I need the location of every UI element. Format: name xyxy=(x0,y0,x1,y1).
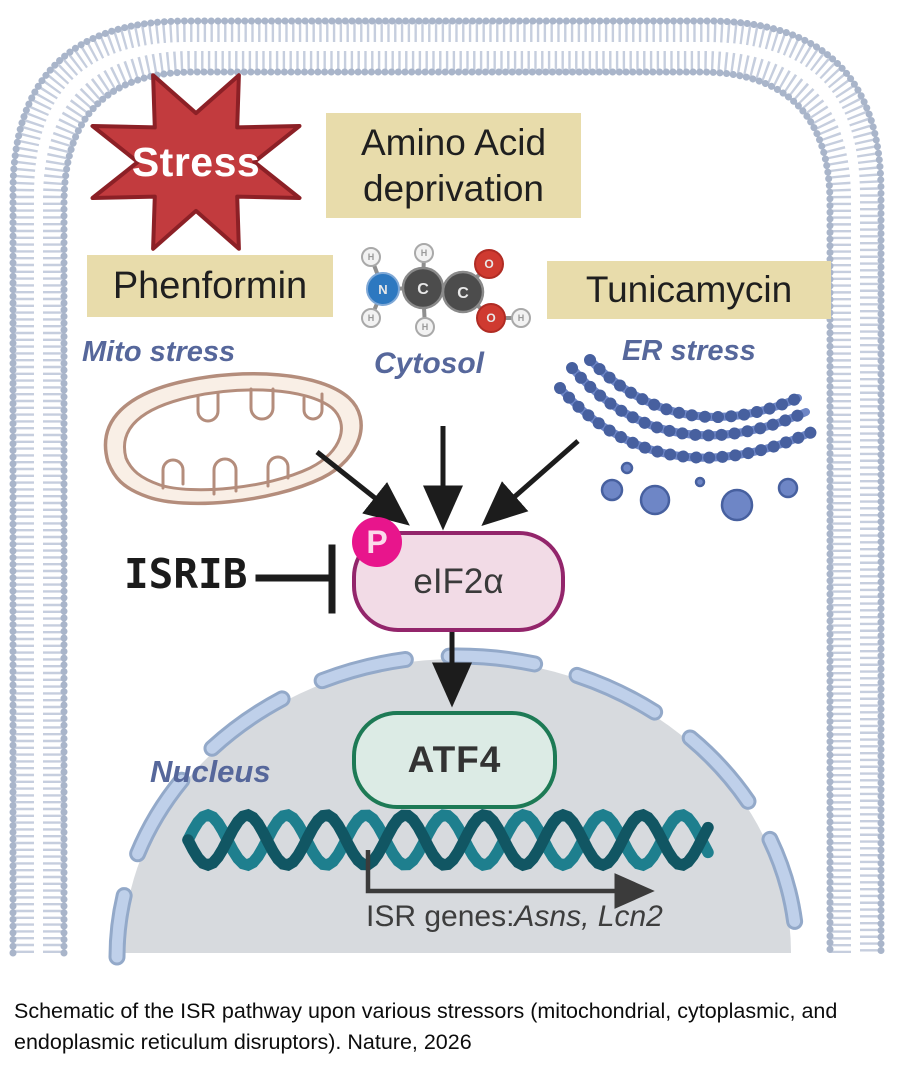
inhibition-tbar xyxy=(255,544,336,614)
er-stress-label: ER stress xyxy=(622,335,756,367)
svg-text:C: C xyxy=(417,281,429,298)
svg-text:N: N xyxy=(378,282,387,297)
membrane-outer-heads xyxy=(9,17,885,957)
amino-acid-line2: deprivation xyxy=(362,167,544,209)
arrow-mito-to-eif2a xyxy=(315,450,410,526)
isr-genes-names: Asns, Lcn2 xyxy=(514,900,663,933)
svg-text:H: H xyxy=(368,313,375,323)
carbon-atom xyxy=(441,270,485,314)
eif2a-label: eIF2α xyxy=(413,561,504,601)
hydrogen-atom xyxy=(414,243,434,263)
svg-text:H: H xyxy=(422,322,429,332)
figure-caption: Schematic of the ISR pathway upon variou… xyxy=(14,999,838,1055)
mito-stress-label: Mito stress xyxy=(82,336,236,368)
oxygen-atom xyxy=(474,249,504,279)
phenformin-box: Phenformin xyxy=(87,255,333,317)
svg-text:H: H xyxy=(421,248,428,258)
stress-label: Stress xyxy=(131,138,261,185)
er-icon xyxy=(554,354,818,522)
svg-text:O: O xyxy=(484,257,493,271)
arrow-er-to-eif2a xyxy=(481,439,580,526)
hydrogen-atom xyxy=(361,308,381,328)
transcription-arrow xyxy=(365,850,655,909)
tunicamycin-box: Tunicamycin xyxy=(547,261,831,319)
cytosol-label: Cytosol xyxy=(374,347,485,380)
amino-acid-deprivation-box: Amino Acid deprivation xyxy=(326,113,581,218)
nucleus-label: Nucleus xyxy=(150,754,271,789)
membrane-outer-leaflet xyxy=(12,20,882,953)
isr-genes-label: ISR genes:Asns, Lcn2 xyxy=(366,900,663,934)
isr-genes-prefix: ISR genes: xyxy=(366,900,515,933)
membrane-inner-heads xyxy=(60,68,834,957)
cell-membrane-icon xyxy=(9,17,885,957)
mitochondria-icon xyxy=(103,372,363,506)
oxygen-atom xyxy=(476,303,506,333)
svg-text:O: O xyxy=(486,311,495,325)
svg-text:H: H xyxy=(518,313,525,323)
amino-acid-line1: Amino Acid xyxy=(360,122,547,164)
eif2a-pill: eIF2α xyxy=(352,531,565,632)
hydrogen-atom xyxy=(511,308,531,328)
svg-text:C: C xyxy=(457,285,469,302)
hydrogen-atom xyxy=(361,247,381,267)
membrane-inner-leaflet xyxy=(43,51,851,953)
stress-star-icon xyxy=(90,73,302,251)
pathway-diagram: H H H H H O O N C C xyxy=(9,17,885,966)
svg-text:H: H xyxy=(368,252,375,262)
atf4-label: ATF4 xyxy=(407,739,502,780)
nitrogen-atom xyxy=(366,272,400,306)
amino-acid-molecule-icon: H H H H H O O N C C xyxy=(361,243,531,337)
phospho-badge: P xyxy=(352,517,402,567)
isrib-label: ISRIB xyxy=(124,550,248,598)
dna-strand-1 xyxy=(182,808,714,872)
atf4-pill: ATF4 xyxy=(352,711,557,809)
hydrogen-atom xyxy=(415,317,435,337)
